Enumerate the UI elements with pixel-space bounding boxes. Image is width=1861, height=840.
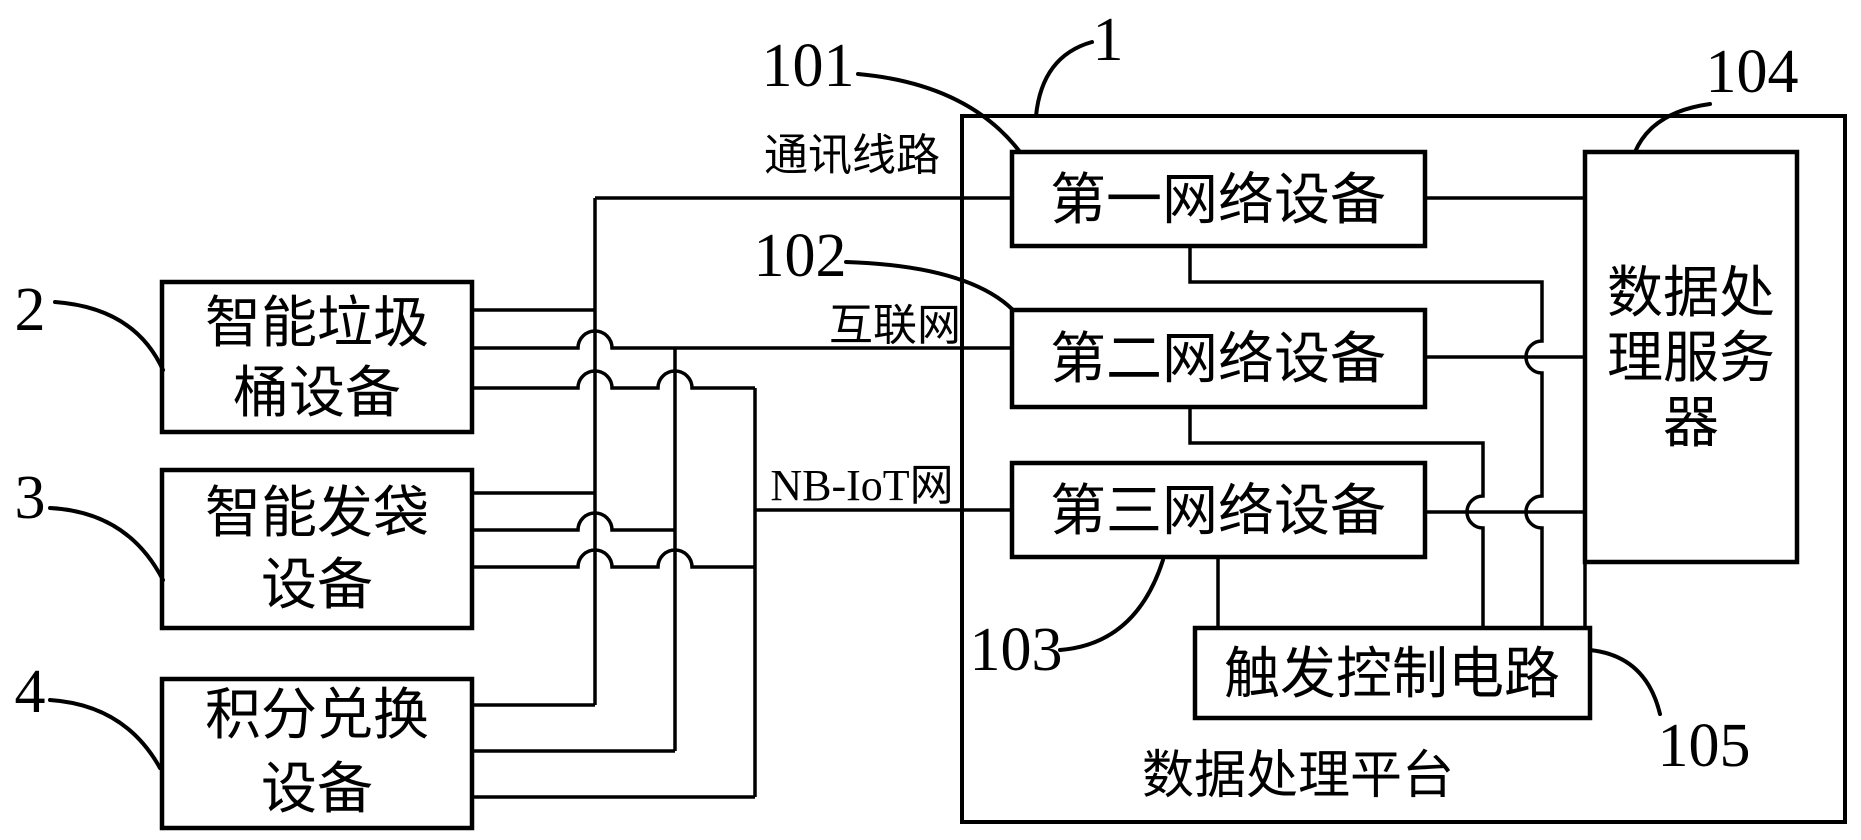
ref4-pointer-curve <box>48 698 162 770</box>
device-box-points-exchange <box>159 676 475 831</box>
points-exchange-label-line2: 设备 <box>261 759 373 821</box>
ref105-pointer-curve <box>1588 648 1662 716</box>
bag-line-nbiot <box>472 548 755 569</box>
ref-label-102: 102 <box>754 222 847 290</box>
trigger-circuit-box <box>1192 625 1593 721</box>
trash-bin-label-line1: 智能垃圾 <box>205 293 429 355</box>
points-exchange-label-line1: 积分兑换 <box>205 685 429 747</box>
ref-label-101: 101 <box>762 32 855 100</box>
ref-label-104: 104 <box>1706 38 1799 106</box>
nbiot-network-label: NB-IoT网 <box>770 461 953 510</box>
ref104-pointer-curve <box>1633 102 1712 154</box>
platform-caption: 数据处理平台 <box>1142 748 1454 805</box>
comm-network-label: 通讯线路 <box>764 131 940 180</box>
ref-label-1: 1 <box>1093 6 1124 74</box>
ref3-pointer-curve <box>48 506 165 582</box>
server-label-line2: 理服务 <box>1607 328 1775 390</box>
internet-network-label: 互联网 <box>829 301 961 350</box>
trigger-circuit-label: 触发控制电路 <box>1224 644 1560 706</box>
platform-box <box>960 114 1847 824</box>
bag-dispenser-label-line2: 设备 <box>261 555 373 617</box>
server-label-line1: 数据处 <box>1607 263 1775 325</box>
ref-label-2: 2 <box>15 276 46 344</box>
trash-line-nbiot <box>472 369 755 390</box>
ref-label-105: 105 <box>1658 712 1751 780</box>
ref101-pointer-curve <box>856 72 1022 154</box>
trash-bin-label-line2: 桶设备 <box>233 363 401 425</box>
device-box-trash-bin <box>159 279 475 435</box>
netdev1-trigger-line <box>1188 246 1544 628</box>
device-box-bag-dispenser <box>159 467 475 631</box>
server-label-line3: 器 <box>1663 393 1719 455</box>
network-device-1-label: 第一网络设备 <box>1050 170 1386 232</box>
bag-dispenser-label-line1: 智能发袋 <box>205 483 429 545</box>
network-device-3-label: 第三网络设备 <box>1050 481 1386 543</box>
netdev2-trigger-line <box>1188 407 1485 628</box>
ref2-pointer-curve <box>53 300 165 372</box>
trash-line-internet <box>472 329 1012 350</box>
network-device-2-label: 第二网络设备 <box>1050 329 1386 391</box>
ref-label-103: 103 <box>970 616 1063 684</box>
ref103-pointer-curve <box>1058 558 1165 652</box>
bag-line-internet <box>472 511 675 532</box>
ref-label-4: 4 <box>15 658 46 726</box>
ref1-pointer-curve <box>1034 40 1094 118</box>
ref-label-3: 3 <box>15 464 46 532</box>
ref102-pointer-curve <box>844 260 1015 312</box>
